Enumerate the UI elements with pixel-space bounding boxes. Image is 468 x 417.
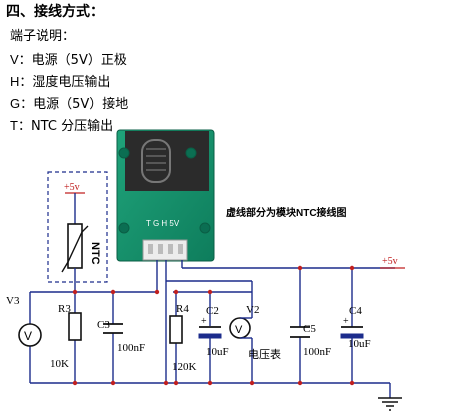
ntc-supply-label: +5v xyxy=(64,182,80,193)
board-caption: 虚线部分为模块NTC接线图 xyxy=(226,206,347,219)
svg-text:V: V xyxy=(235,324,243,336)
c4-label: C4 xyxy=(349,305,362,317)
c4-value: 10uF xyxy=(348,338,371,350)
r3-label: R3 xyxy=(58,303,71,315)
c2-label: C2 xyxy=(206,305,219,317)
voltmeter-v3-symbol xyxy=(18,323,42,347)
meter-label: 电压表 xyxy=(248,347,281,361)
v2-label: V2 xyxy=(246,304,259,316)
pin-key: T： xyxy=(10,118,31,133)
c3-label: C3 xyxy=(97,319,110,331)
v3-label: V3 xyxy=(6,295,20,307)
ntc-dashed-box xyxy=(47,171,108,283)
pin-row-t: T：NTC 分压输出 xyxy=(10,118,113,135)
ground-symbol xyxy=(378,397,402,411)
board-marking: T G H 5V xyxy=(146,219,180,228)
pin-row-g: G：电源（5V）接地 xyxy=(10,96,128,113)
pin-key: H： xyxy=(10,74,33,89)
ntc-label: NTC xyxy=(89,242,101,265)
sensor-module-board: T G H 5V xyxy=(116,129,215,262)
board-connector xyxy=(142,239,188,261)
svg-text:+: + xyxy=(343,316,349,327)
pin-desc: NTC 分压输出 xyxy=(30,119,114,134)
c2-value: 10uF xyxy=(206,346,229,358)
r3-value: 10K xyxy=(50,358,69,370)
c5-label: C5 xyxy=(303,323,316,335)
r4-label: R4 xyxy=(176,303,189,315)
pin-key: V： xyxy=(10,52,32,67)
pins-title: 端子说明： xyxy=(10,29,76,44)
pin-key: G： xyxy=(10,96,34,111)
rail-supply-label: +5v xyxy=(382,256,398,267)
section-title: 四、接线方式： xyxy=(6,4,104,20)
pin-desc: 湿度电压输出 xyxy=(32,75,111,90)
resistor-r3-symbol xyxy=(68,312,82,341)
svg-text:+: + xyxy=(201,316,207,327)
pin-desc: 电源（5V）接地 xyxy=(33,97,129,112)
pin-row-h: H：湿度电压输出 xyxy=(10,74,110,91)
r4-value: 120K xyxy=(172,361,197,373)
pin-desc: 电源（5V）正极 xyxy=(31,53,127,68)
resistor-r4-symbol xyxy=(169,315,183,344)
humidity-sensor-element xyxy=(125,131,209,191)
svg-text:V: V xyxy=(24,329,32,343)
c5-value: 100nF xyxy=(303,346,331,358)
pin-row-v: V：电源（5V）正极 xyxy=(10,52,127,69)
c3-value: 100nF xyxy=(117,342,145,354)
